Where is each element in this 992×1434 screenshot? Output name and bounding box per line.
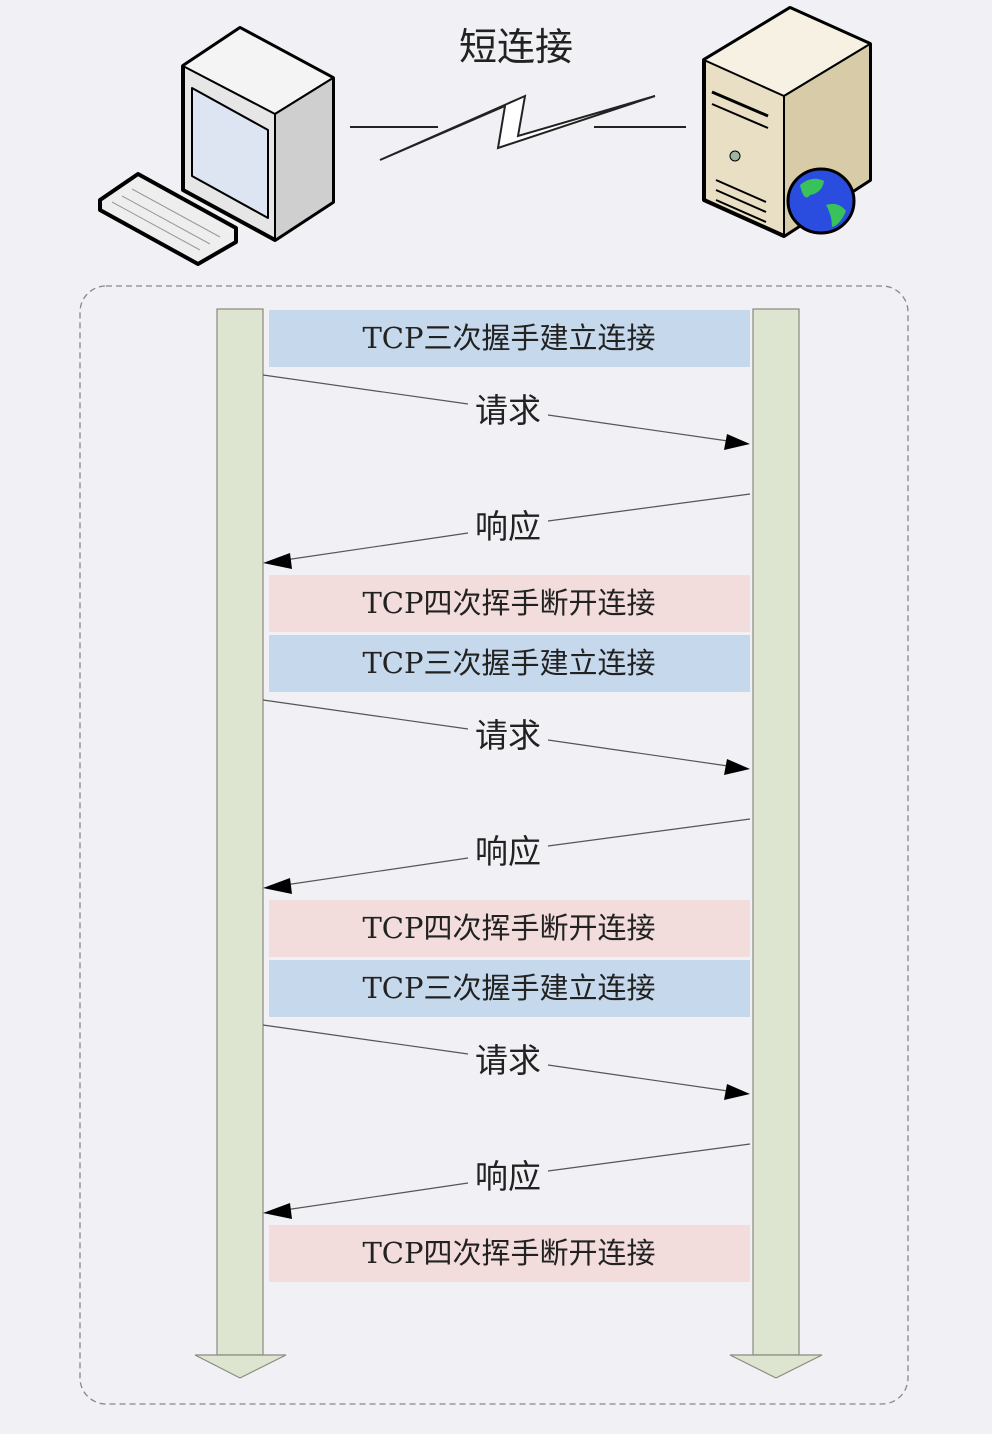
request-arrowhead — [724, 759, 750, 775]
request-line — [547, 739, 729, 767]
server-lifeline — [729, 308, 823, 1379]
teardown-label: TCP四次挥手断开连接 — [362, 1236, 655, 1270]
response-line — [284, 532, 469, 561]
teardown-box — [269, 900, 750, 957]
request-line — [547, 414, 729, 442]
response-line — [284, 1182, 469, 1211]
teardown-label: TCP四次挥手断开连接 — [362, 911, 655, 945]
sequence-frame — [79, 285, 909, 1405]
response-arrowhead — [263, 1203, 292, 1219]
client-lifeline — [194, 308, 287, 1379]
response-label: 响应 — [475, 507, 541, 546]
lightning-link-icon — [350, 94, 686, 161]
diagram-title: 短连接 — [459, 25, 573, 69]
response-line — [547, 493, 751, 522]
request-line — [262, 1024, 469, 1055]
handshake-label: TCP三次握手建立连接 — [362, 646, 655, 680]
handshake-label: TCP三次握手建立连接 — [362, 971, 655, 1005]
request-line — [547, 1064, 729, 1092]
teardown-box — [269, 1225, 750, 1282]
handshake-label: TCP三次握手建立连接 — [362, 321, 655, 355]
request-label: 请求 — [475, 716, 541, 755]
teardown-box — [269, 575, 750, 632]
handshake-box — [269, 960, 750, 1017]
handshake-box — [269, 310, 750, 367]
response-arrowhead — [263, 553, 292, 569]
request-arrowhead — [724, 434, 750, 450]
response-line — [284, 857, 469, 886]
web-server-icon — [702, 6, 872, 238]
response-line — [547, 818, 751, 847]
response-line — [547, 1143, 751, 1172]
request-line — [262, 374, 469, 405]
desktop-computer-icon — [98, 26, 335, 266]
handshake-box — [269, 635, 750, 692]
response-label: 响应 — [475, 832, 541, 871]
request-label: 请求 — [475, 391, 541, 430]
response-label: 响应 — [475, 1157, 541, 1196]
response-arrowhead — [263, 878, 292, 894]
request-label: 请求 — [475, 1041, 541, 1080]
request-arrowhead — [724, 1084, 750, 1100]
request-line — [262, 699, 469, 730]
teardown-label: TCP四次挥手断开连接 — [362, 586, 655, 620]
